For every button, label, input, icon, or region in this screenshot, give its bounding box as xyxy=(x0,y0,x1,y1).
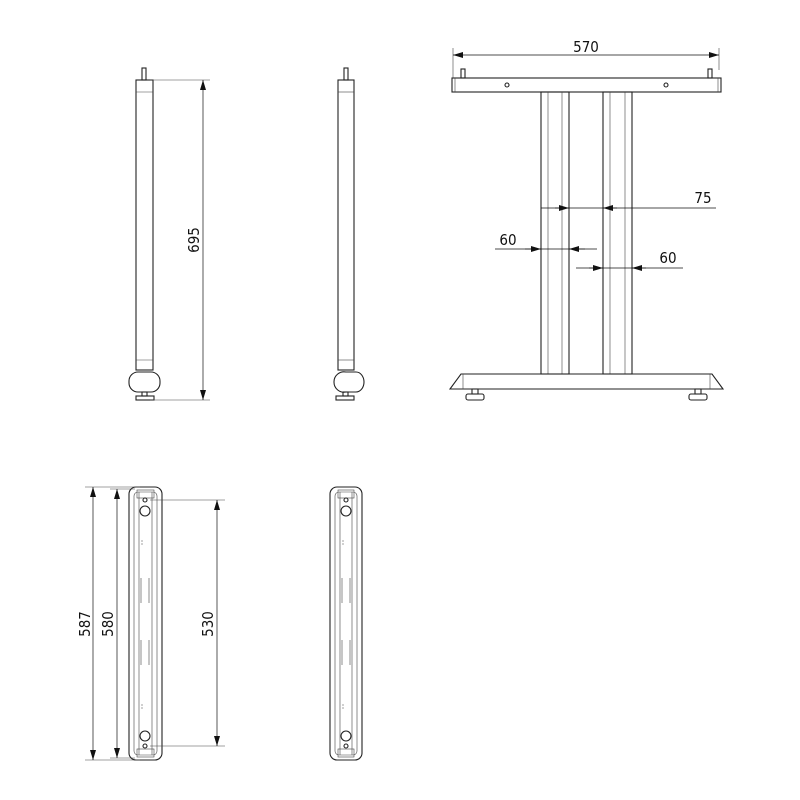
dimension-75: 75 xyxy=(694,189,711,207)
front-view: 570 75 60 60 xyxy=(448,38,725,401)
dimension-570: 570 xyxy=(573,38,599,56)
bottom-view-right xyxy=(329,486,363,761)
side-view-right xyxy=(333,67,365,401)
dimension-60-left: 60 xyxy=(499,231,516,249)
dimension-60-right: 60 xyxy=(659,249,676,267)
dimension-580: 580 xyxy=(99,611,117,637)
dimension-587: 587 xyxy=(76,611,94,637)
side-view-left: 695 xyxy=(128,67,210,401)
bottom-view-left: 587 580 530 xyxy=(76,486,225,761)
dimension-695: 695 xyxy=(185,227,203,253)
dimension-530: 530 xyxy=(199,611,217,637)
